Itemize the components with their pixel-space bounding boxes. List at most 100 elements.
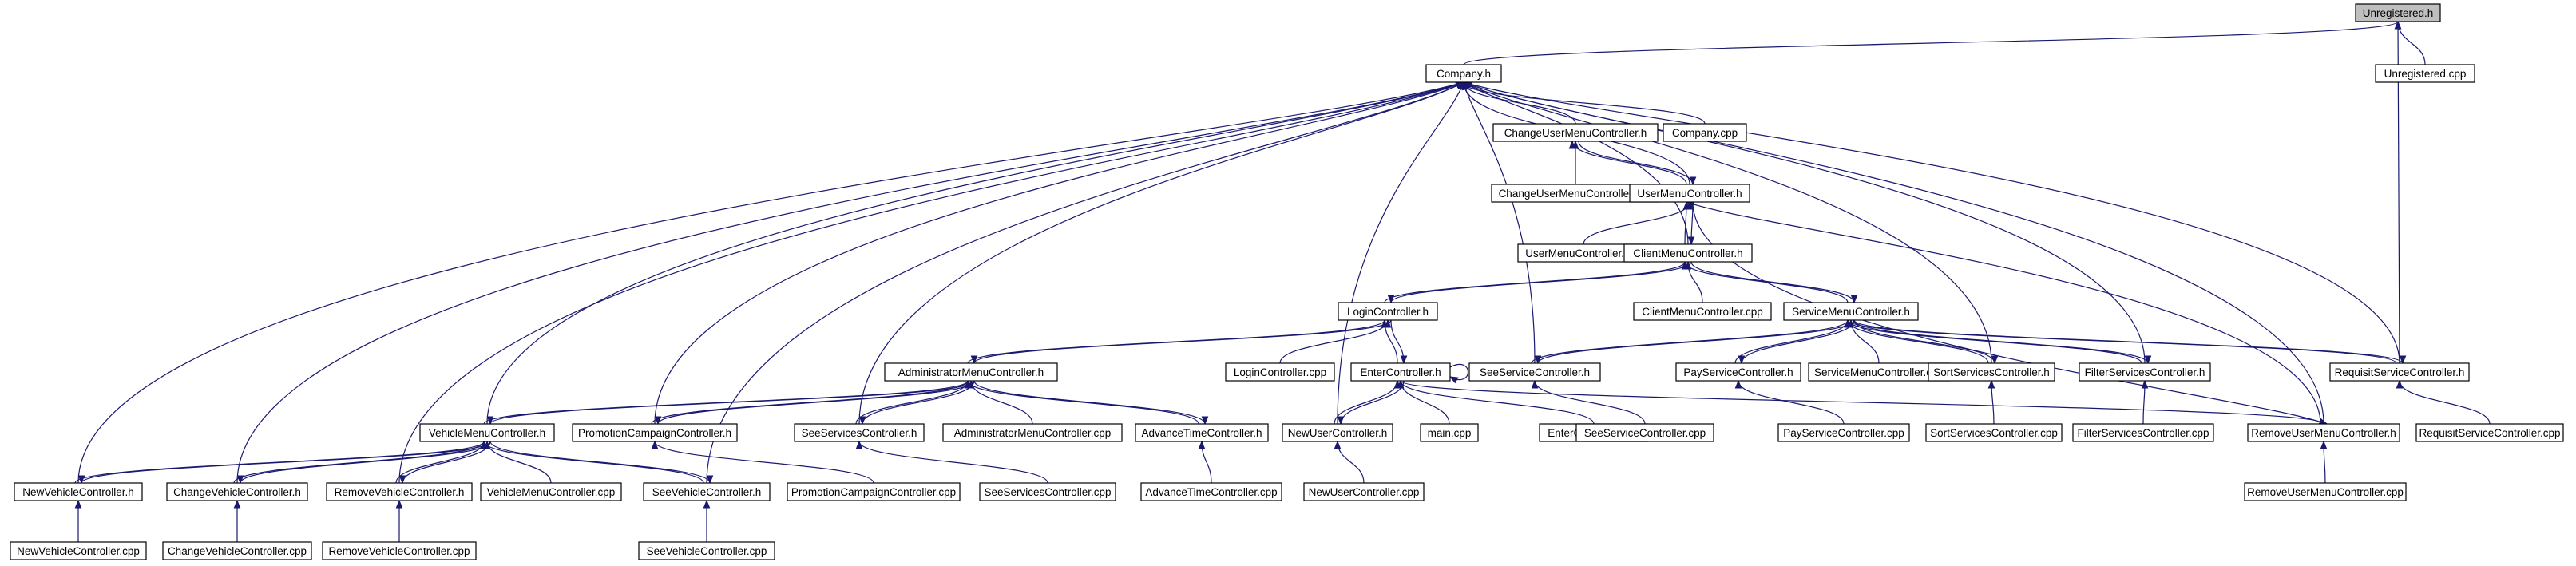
file-node-advancetime-h[interactable]: AdvanceTimeController.h [1135,423,1269,442]
file-node-vehiclemenu-cpp[interactable]: VehicleMenuController.cpp [480,482,622,501]
file-node-changevehicle-h[interactable]: ChangeVehicleController.h [166,482,308,501]
dependency-edge [1464,81,1706,125]
dependency-edge [1341,380,1405,425]
file-node-removeusermenu-h[interactable]: RemoveUserMenuController.h [2247,423,2400,442]
dependency-edge [2398,22,2400,364]
dependency-edge [1685,261,1849,303]
file-node-payservice-cpp[interactable]: PayServiceController.cpp [1777,423,1910,442]
dependency-edge [1401,380,2324,425]
dependency-edge [487,441,552,484]
node-label: RequisitServiceController.cpp [2419,427,2560,439]
file-node-promotion-cpp[interactable]: PromotionCampaignController.cpp [787,482,961,501]
file-node-newuser-cpp[interactable]: NewUserController.cpp [1303,482,1425,501]
file-node-usermenu-h[interactable]: UserMenuController.h [1629,184,1750,203]
dependency-edge [233,441,484,484]
file-node-usermenu-cpp[interactable]: UserMenuController.cpp [1517,243,1650,263]
file-node-unregistered-h[interactable]: Unregistered.h [2355,3,2441,22]
node-box [419,423,555,442]
file-node-seevehicle-cpp[interactable]: SeeVehicleController.cpp [638,541,775,560]
node-label: RequisitServiceController.h [2335,366,2465,378]
node-label: FilterServicesController.h [2085,366,2205,378]
dependency-edge [858,82,1464,425]
file-node-promotion-h[interactable]: PromotionCampaignController.h [572,423,738,442]
file-node-removevehicle-cpp[interactable]: RemoveVehicleController.cpp [322,541,477,560]
node-box [1350,362,1451,382]
node-box [942,423,1123,442]
node-box [1468,362,1601,382]
node-box [1629,184,1750,203]
file-node-seeservices-cpp[interactable]: SeeServicesController.cpp [979,482,1116,501]
file-node-unregistered-cpp[interactable]: Unregistered.cpp [2375,64,2475,83]
file-node-enter-h[interactable]: EnterController.h [1350,362,1451,382]
file-node-payservice-h[interactable]: PayServiceController.h [1675,362,1801,382]
dependency-edge [1535,380,1646,425]
file-node-seevehicle-h[interactable]: SeeVehicleController.h [643,482,771,501]
dependency-edge [1463,21,2398,65]
node-label: RemoveUserMenuController.cpp [2247,486,2404,498]
file-node-advancetime-cpp[interactable]: AdvanceTimeController.cpp [1140,482,1282,501]
node-box [2355,3,2441,22]
file-node-removevehicle-h[interactable]: RemoveVehicleController.h [326,482,473,501]
dependency-edge [1464,82,2400,364]
file-node-login-h[interactable]: LoginController.h [1338,302,1438,321]
file-node-seeservices-h[interactable]: SeeServicesController.h [794,423,925,442]
file-node-removeusermenu-cpp[interactable]: RemoveUserMenuController.cpp [2244,482,2407,501]
node-label: EnterController.h [1360,366,1441,378]
node-box [1420,423,1479,442]
dependency-edge [2398,22,2426,65]
node-label: ServiceMenuController.cpp [1814,366,1944,378]
node-label: AdministratorMenuController.cpp [954,427,1112,439]
node-label: RemoveUserMenuController.h [2251,427,2396,439]
file-node-servicemenu-h[interactable]: ServiceMenuController.h [1783,302,1919,321]
file-node-vehiclemenu-h[interactable]: VehicleMenuController.h [419,423,555,442]
file-node-seeservice-h[interactable]: SeeServiceController.h [1468,362,1601,382]
file-node-newuser-h[interactable]: NewUserController.h [1282,423,1393,442]
node-box [1675,362,1801,382]
node-label: ServiceMenuController.h [1792,306,1910,318]
node-box [2375,64,2475,83]
file-node-adminmenu-h[interactable]: AdministratorMenuController.h [884,362,1058,382]
node-box [1225,362,1335,382]
file-node-main-cpp[interactable]: main.cpp [1420,423,1479,442]
dependency-edge [974,319,1392,364]
node-box [2329,362,2470,382]
file-node-adminmenu-cpp[interactable]: AdministratorMenuController.cpp [942,423,1123,442]
dependency-edge [2324,441,2325,484]
file-node-newvehicle-cpp[interactable]: NewVehicleController.cpp [10,541,147,560]
node-label: ChangeUserMenuController.cpp [1499,188,1653,200]
node-box [787,482,961,501]
dependency-edge [484,441,704,484]
file-node-sortservices-h[interactable]: SortServicesController.h [1928,362,2055,382]
file-node-login-cpp[interactable]: LoginController.cpp [1225,362,1335,382]
node-box [1135,423,1269,442]
dependency-edge [658,380,975,425]
node-label: VehicleMenuController.cpp [487,486,616,498]
file-node-seeservice-cpp[interactable]: SeeServiceController.cpp [1575,423,1714,442]
node-label: SeeServicesController.cpp [984,486,1111,498]
file-node-filterservices-h[interactable]: FilterServicesController.h [2079,362,2211,382]
node-box [2415,423,2564,442]
dependency-edge [1853,319,2403,364]
node-box [1623,243,1753,263]
file-node-company-h[interactable]: Company.h [1425,64,1502,83]
file-node-changeusermenu-h[interactable]: ChangeUserMenuController.h [1492,123,1659,142]
dependency-edge [971,380,1033,425]
file-node-clientmenu-h[interactable]: ClientMenuController.h [1623,243,1753,263]
file-node-sortservices-cpp[interactable]: SortServicesController.cpp [1925,423,2063,442]
dependency-edge [1464,82,1536,364]
dependency-edge [1337,82,1464,425]
file-node-clientmenu-cpp[interactable]: ClientMenuController.cpp [1633,302,1772,321]
dependency-edge [706,82,1464,484]
dependency-edge [973,380,1205,425]
dependency-edge [654,81,1464,425]
file-node-filterservices-cpp[interactable]: FilterServicesController.cpp [2072,423,2214,442]
node-box [1633,302,1772,321]
file-node-servicemenu-cpp[interactable]: ServiceMenuController.cpp [1808,362,1950,382]
file-node-newvehicle-h[interactable]: NewVehicleController.h [14,482,143,501]
file-node-company-cpp[interactable]: Company.cpp [1663,123,1747,142]
dependency-edge [1338,441,1365,484]
node-label: PayServiceController.h [1683,366,1793,378]
file-node-changevehicle-cpp[interactable]: ChangeVehicleController.cpp [162,541,312,560]
file-node-requisitservice-cpp[interactable]: RequisitServiceController.cpp [2415,423,2564,442]
file-node-requisitservice-h[interactable]: RequisitServiceController.h [2329,362,2470,382]
